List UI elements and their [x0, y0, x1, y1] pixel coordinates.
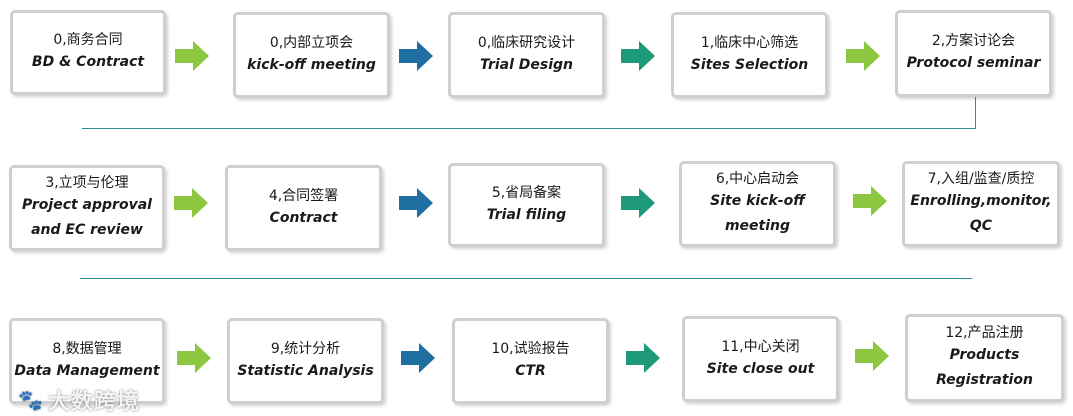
- step-label-cn: 11,中心关闭: [721, 338, 800, 355]
- step-box-site-kickoff: 6,中心启动会 Site kick-off meeting: [679, 161, 836, 247]
- step-box-ctr: 10,试验报告 CTR: [452, 318, 609, 404]
- step-box-products-registration: 12,产品注册 Products Registration: [905, 314, 1064, 402]
- step-label-cn: 0,商务合同: [53, 32, 123, 48]
- step-box-sites-selection: 1,临床中心筛选 Sites Selection: [671, 12, 828, 98]
- step-label-en: Enrolling,monitor, QC: [910, 193, 1052, 234]
- arrow-right-icon: [399, 41, 433, 71]
- step-label-cn: 6,中心启动会: [715, 171, 800, 187]
- step-label-cn: 12,产品注册: [945, 325, 1024, 341]
- arrow-right-icon: [177, 343, 211, 373]
- watermark-text: 大数跨境: [47, 390, 140, 415]
- step-label-en: Products Registration: [936, 347, 1033, 388]
- step-label-cn: 7,入组/监查/质控: [927, 171, 1035, 187]
- paw-logo-icon: 🐾: [18, 388, 44, 412]
- step-label-en: Sites Selection: [690, 56, 809, 73]
- step-label-en: Contract: [269, 209, 338, 226]
- step-box-protocol-seminar: 2,方案讨论会 Protocol seminar: [895, 10, 1052, 97]
- step-box-trial-design: 0,临床研究设计 Trial Design: [448, 12, 605, 98]
- connector-line: [975, 97, 976, 128]
- arrow-right-icon: [853, 186, 887, 216]
- arrow-right-icon: [626, 343, 660, 373]
- step-label-en: CTR: [515, 362, 546, 379]
- divider-line: [82, 128, 976, 129]
- step-box-statistic-analysis: 9,统计分析 Statistic Analysis: [227, 318, 384, 404]
- step-box-contract: 4,合同签署 Contract: [225, 165, 382, 251]
- step-label-cn: 0,临床研究设计: [477, 34, 576, 51]
- step-label-en: Trial Design: [479, 56, 574, 73]
- step-label-cn: 3,立项与伦理: [45, 175, 129, 191]
- step-label-en: Project approval and EC review: [22, 197, 152, 238]
- step-label-cn: 1,临床中心筛选: [700, 34, 799, 51]
- arrow-right-icon: [399, 188, 433, 218]
- step-box-data-management: 8,数据管理 Data Management: [9, 318, 165, 404]
- step-label-cn: 5,省局备案: [491, 184, 562, 201]
- arrow-right-icon: [846, 41, 880, 71]
- divider-line: [80, 278, 972, 279]
- watermark: 🐾 大数跨境: [18, 384, 140, 416]
- step-label-en: Protocol seminar: [906, 55, 1041, 71]
- arrow-right-icon: [174, 188, 208, 218]
- step-box-bd-contract: 0,商务合同 BD & Contract: [10, 10, 166, 95]
- step-label-en: Site close out: [706, 360, 815, 377]
- arrow-right-icon: [401, 343, 435, 373]
- step-label-cn: 2,方案讨论会: [931, 33, 1016, 49]
- arrow-right-icon: [621, 188, 655, 218]
- step-box-enrolling: 7,入组/监查/质控 Enrolling,monitor, QC: [902, 161, 1060, 247]
- step-label-cn: 8,数据管理: [52, 340, 122, 357]
- arrow-right-icon: [175, 41, 209, 71]
- step-label-cn: 10,试验报告: [491, 340, 570, 357]
- step-label-en: Statistic Analysis: [237, 362, 374, 379]
- step-box-site-close-out: 11,中心关闭 Site close out: [682, 316, 839, 402]
- step-box-kickoff-meeting: 0,内部立项会 kick-off meeting: [233, 12, 390, 98]
- arrow-right-icon: [855, 341, 889, 371]
- step-label-cn: 4,合同签署: [268, 187, 339, 204]
- step-label-en: Data Management: [14, 362, 160, 379]
- step-label-cn: 0,内部立项会: [269, 34, 354, 51]
- step-label-cn: 9,统计分析: [270, 340, 341, 357]
- step-label-en: kick-off meeting: [247, 56, 376, 73]
- step-label-en: BD & Contract: [31, 54, 145, 70]
- step-box-project-approval: 3,立项与伦理 Project approval and EC review: [9, 165, 165, 251]
- step-label-en: Site kick-off meeting: [710, 193, 805, 234]
- step-label-en: Trial filing: [486, 206, 567, 223]
- step-box-trial-filing: 5,省局备案 Trial filing: [448, 163, 605, 247]
- arrow-right-icon: [621, 41, 655, 71]
